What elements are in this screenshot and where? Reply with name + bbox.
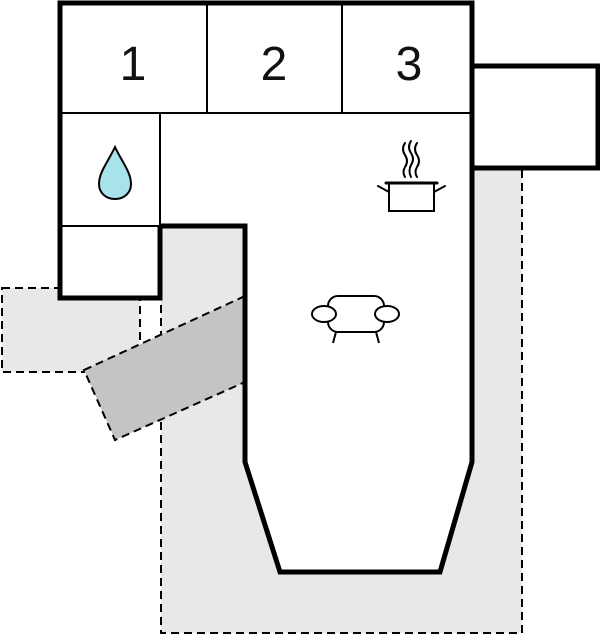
armchair-sofa-icon xyxy=(311,295,400,344)
room-label-1: 1 xyxy=(120,38,147,91)
storage-room xyxy=(59,225,161,299)
room-label-2: 2 xyxy=(261,38,288,91)
living-area xyxy=(160,113,472,572)
steaming-pot-icon xyxy=(377,140,446,212)
exterior-wall-top xyxy=(57,0,475,301)
exterior-wall-main xyxy=(160,63,600,575)
annex-room xyxy=(471,65,599,169)
bedroom-2 xyxy=(206,2,343,114)
room-label-3: 3 xyxy=(396,38,423,91)
bedroom-3 xyxy=(341,2,473,114)
water-drop-icon xyxy=(97,144,133,201)
